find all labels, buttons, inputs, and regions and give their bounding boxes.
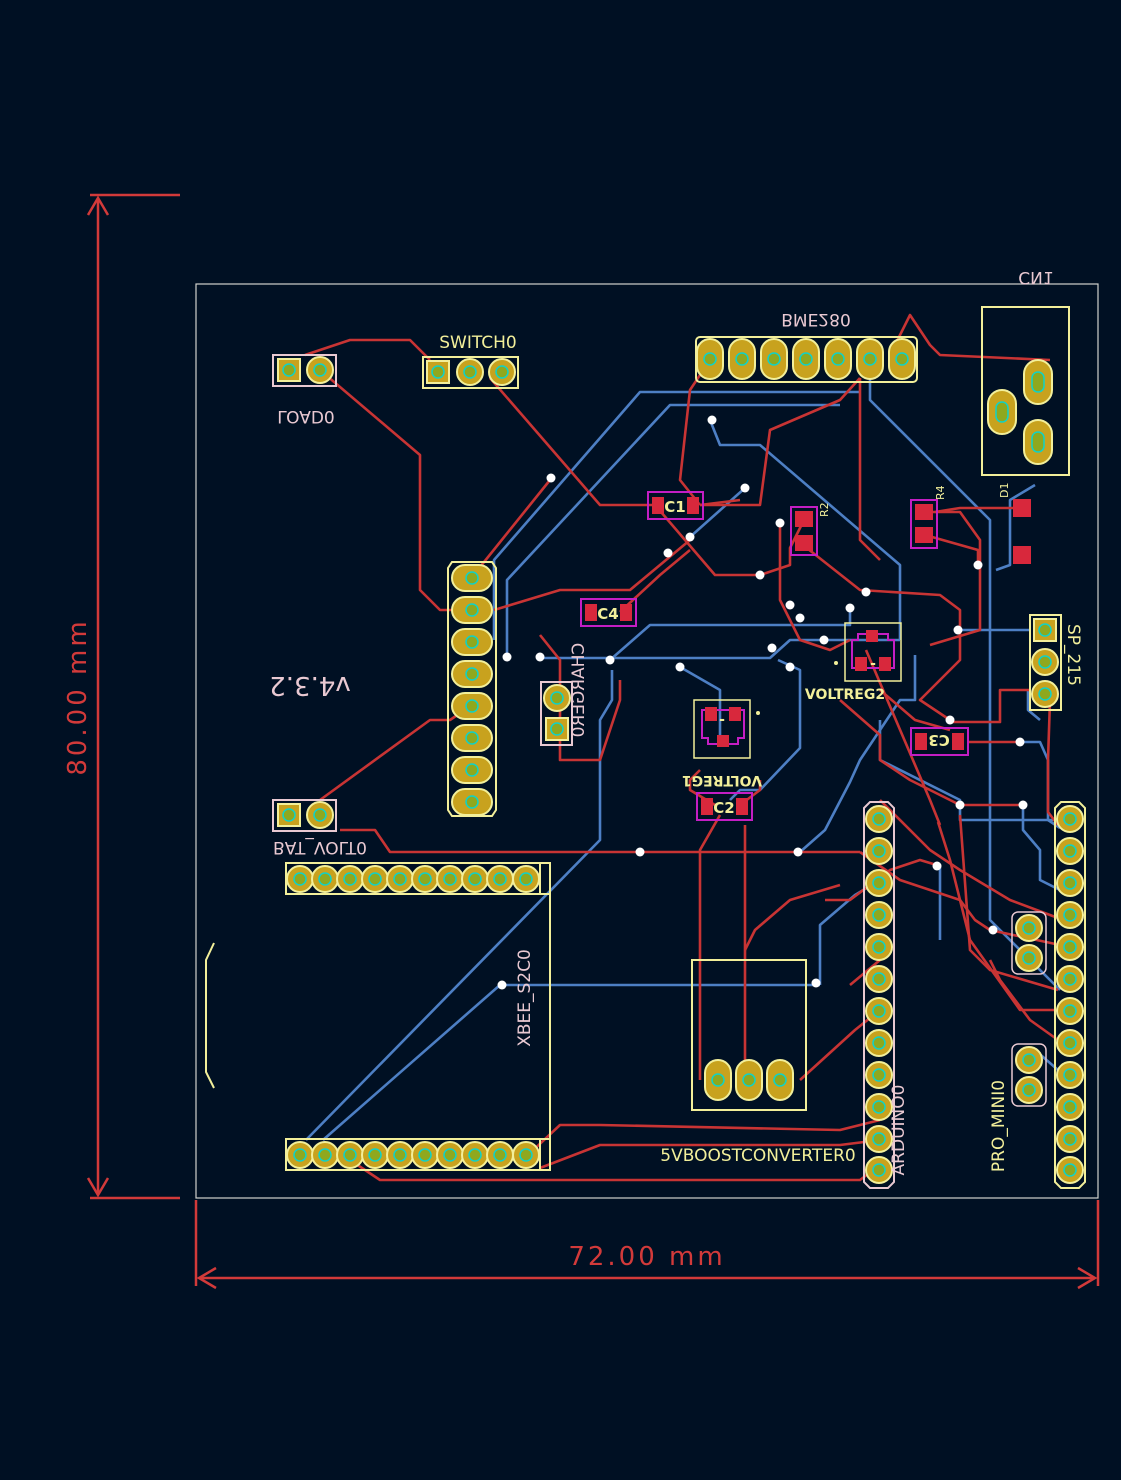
cn1-connector xyxy=(981,306,1070,476)
bme280-header xyxy=(695,336,918,383)
xbee-s2c0-label: XBEE_S2C0 xyxy=(515,949,535,1047)
voltreg1-label: VOLTREG1 xyxy=(682,772,762,788)
voltreg1: - xyxy=(693,699,760,759)
c2-label: C2 xyxy=(713,799,734,817)
boost-converter-label: 5VBOOSTCONVERTER0 xyxy=(660,1146,855,1166)
charger0-label: CHARGER0 xyxy=(569,643,589,738)
d1-label: D1 xyxy=(998,483,1011,498)
r2-resistor xyxy=(790,506,818,556)
width-dimension-label: 72.00 mm xyxy=(568,1242,725,1272)
switch0 xyxy=(422,356,519,389)
c1-capacitor xyxy=(647,491,704,520)
battery-header-8pin xyxy=(447,561,497,817)
charger0-connector xyxy=(540,681,573,746)
sp215-label: SP_215 xyxy=(1063,624,1083,686)
voltreg2-label: VOLTREG2 xyxy=(805,687,885,703)
usb-outline xyxy=(205,942,215,1089)
xbee-s2c0-top-row xyxy=(285,862,551,895)
c1-label: C1 xyxy=(664,498,685,516)
d1-diode xyxy=(1013,499,1031,564)
bat-volt0-connector xyxy=(272,799,337,832)
voltreg2: - xyxy=(834,622,902,682)
c3-label: C3 xyxy=(928,731,949,749)
sp215-connector xyxy=(1029,614,1062,711)
c2-capacitor xyxy=(696,792,753,821)
switch0-label: SWITCH0 xyxy=(439,333,516,353)
r4-label: R4 xyxy=(934,485,947,500)
r4-resistor xyxy=(910,499,938,549)
bme280-label: BME280 xyxy=(781,309,851,329)
xbee-s2c0-bottom-row xyxy=(285,894,551,1171)
height-dimension xyxy=(86,193,180,1200)
pro-mini0-header xyxy=(1054,801,1086,1189)
load0-connector xyxy=(272,354,337,387)
pro-mini0-aux-pads xyxy=(1011,911,1047,1107)
svg-text:-: - xyxy=(870,656,876,672)
svg-text:-: - xyxy=(719,712,725,728)
pro-mini0-label: PRO_MINI0 xyxy=(989,1080,1009,1172)
cn1-label: CN1 xyxy=(1018,267,1053,287)
boost-converter xyxy=(691,959,807,1111)
c4-capacitor xyxy=(580,598,637,627)
bat-volt0-label: BAT_VOLT0 xyxy=(273,837,367,857)
c4-label: C4 xyxy=(597,605,618,623)
arduino0-header xyxy=(863,801,895,1189)
height-dimension-label: 80.00 mm xyxy=(63,618,93,775)
r2-label: R2 xyxy=(818,502,831,517)
c3-capacitor xyxy=(910,727,969,756)
width-dimension xyxy=(194,1200,1100,1290)
version-label: v4.3.2 xyxy=(269,670,351,700)
board-outline xyxy=(195,283,1099,1199)
arduino0-label: ARDUINO0 xyxy=(889,1085,909,1176)
load0-label: LOAD0 xyxy=(277,406,334,426)
